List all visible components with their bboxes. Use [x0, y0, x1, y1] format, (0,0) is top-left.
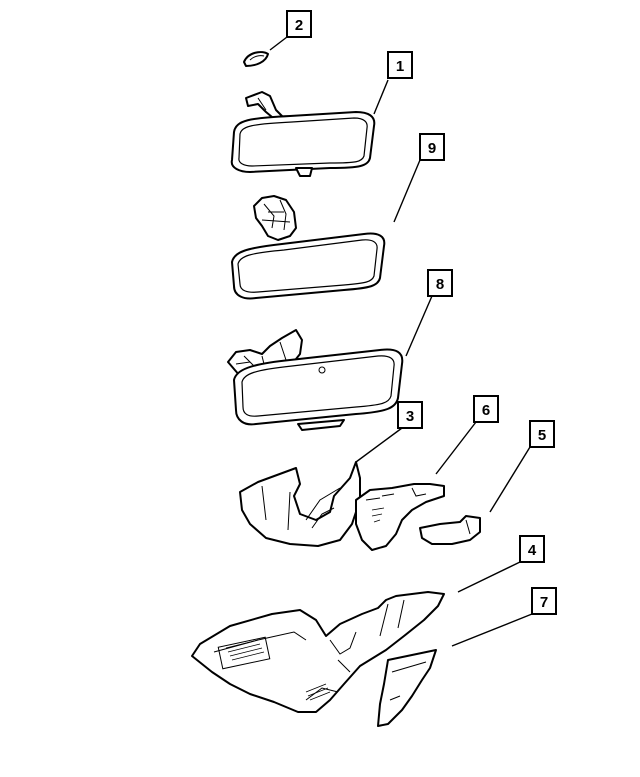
- callout-7-label: 7: [540, 594, 548, 611]
- callout-5-label: 5: [538, 427, 546, 444]
- leader-9: [393, 159, 421, 223]
- leader-5: [489, 446, 531, 513]
- part-6-cover-segment: [355, 483, 445, 551]
- leader-6: [435, 421, 477, 475]
- callout-4-label: 4: [528, 542, 537, 559]
- callout-7: 7: [531, 587, 557, 615]
- callout-1: 1: [387, 51, 413, 79]
- part-7-side-trim: [377, 649, 437, 727]
- leader-1: [373, 79, 389, 115]
- callout-2-label: 2: [295, 17, 303, 34]
- callout-8: 8: [427, 269, 453, 297]
- part-1-mirror: [230, 91, 376, 177]
- leader-8: [405, 295, 433, 357]
- part-2-pad: [243, 51, 269, 67]
- callout-5: 5: [529, 420, 555, 448]
- part-5-small-trim: [419, 515, 481, 545]
- callout-1-label: 1: [396, 58, 404, 75]
- callout-9-label: 9: [428, 140, 436, 157]
- part-8-mirror-auto-dim: [227, 329, 404, 431]
- part-3-cover-housing: [239, 461, 361, 547]
- part-4-lower-housing: [191, 591, 445, 713]
- leader-3: [355, 427, 403, 463]
- leader-7: [451, 613, 533, 647]
- callout-2: 2: [286, 10, 312, 38]
- callout-3-label: 3: [406, 408, 414, 425]
- callout-4: 4: [519, 535, 545, 563]
- part-9-mirror-with-mount: [231, 195, 386, 300]
- leader-lines: [269, 36, 533, 647]
- leader-2: [269, 36, 288, 51]
- callout-3: 3: [397, 401, 423, 429]
- leader-4: [457, 561, 521, 593]
- callout-8-label: 8: [436, 276, 444, 293]
- callout-6: 6: [473, 395, 499, 423]
- callout-6-label: 6: [482, 402, 490, 419]
- callout-9: 9: [419, 133, 445, 161]
